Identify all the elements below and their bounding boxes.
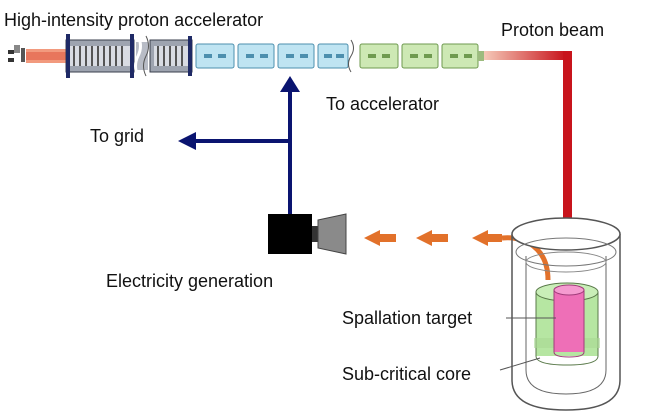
- reactor-vessel: [499, 217, 621, 411]
- to-accelerator-arrowhead: [280, 76, 300, 92]
- linac-section-blue: [195, 39, 354, 73]
- turbine: [317, 213, 347, 255]
- accelerator: [8, 34, 484, 78]
- ion-source: [8, 45, 66, 63]
- electricity-generation-label: Electricity generation: [106, 271, 274, 291]
- linac-section-green: [359, 43, 484, 69]
- spallation-target: [553, 284, 585, 358]
- to-grid-label: To grid: [90, 126, 145, 146]
- core-leader-line: [499, 357, 541, 371]
- spallation-target-label: Spallation target: [342, 308, 473, 328]
- power-lines: [196, 92, 292, 214]
- sub-critical-core-label: Sub-critical core: [342, 364, 472, 384]
- to-accelerator-label: To accelerator: [326, 94, 440, 114]
- drift-tube-section-gray: [65, 34, 193, 78]
- generator: [268, 213, 347, 255]
- to-grid-arrowhead: [178, 132, 196, 150]
- accelerator-label: High-intensity proton accelerator: [4, 10, 264, 30]
- proton-beam-label: Proton beam: [501, 20, 605, 40]
